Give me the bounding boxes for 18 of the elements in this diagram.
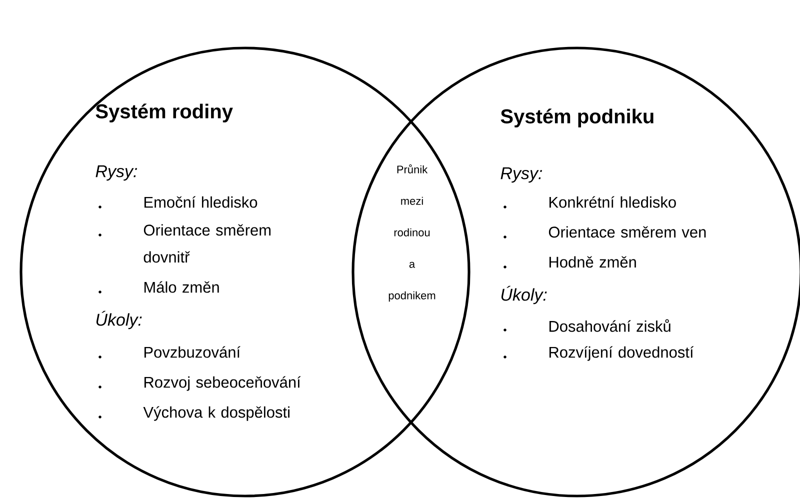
section-label: Rysy:	[500, 167, 542, 183]
list-item: Málo změn	[144, 281, 219, 293]
heading: Systém podniku	[500, 108, 654, 128]
list-item: Orientace směrem ven	[548, 226, 706, 238]
section-label: Úkoly:	[501, 286, 547, 304]
overlap-label: Průnik mezi rodinou a podnikem	[388, 164, 436, 302]
section-label: Rysy:	[96, 165, 138, 181]
list-item: Emoční hledisko	[144, 196, 258, 208]
list-item: Rozvoj sebeoceňování	[144, 376, 301, 391]
list-item: Povzbuzování	[144, 346, 240, 358]
heading: Systém rodiny	[96, 104, 233, 122]
list-item: Rozvíjení dovedností	[549, 346, 694, 361]
section-label: Úkoly:	[96, 310, 142, 330]
list-item: Hodně změn	[549, 256, 636, 268]
list-item: Konkrétní hledisko	[549, 196, 676, 208]
list-item: Výchova k dospělosti	[143, 406, 290, 421]
list-item: Orientace směrem dovnitř	[144, 224, 270, 263]
list-item: Dosahování zisků	[549, 319, 670, 332]
